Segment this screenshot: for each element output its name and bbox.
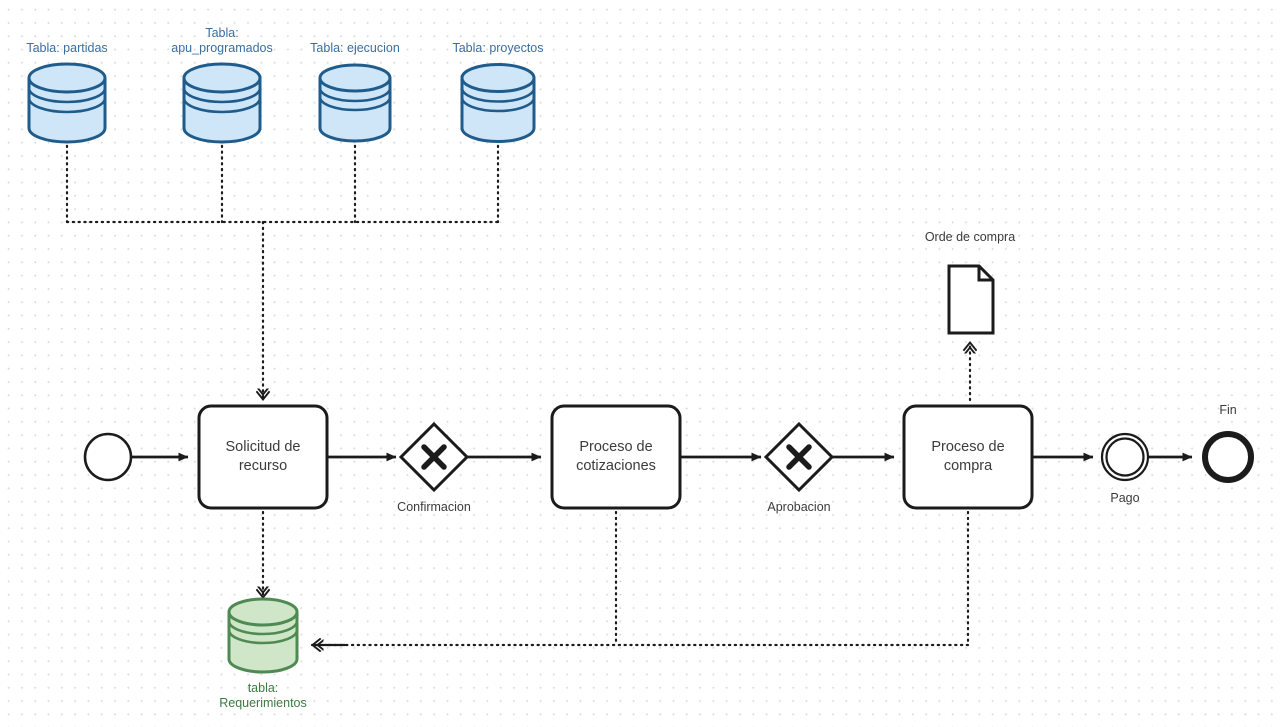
event-fin[interactable] — [1202, 431, 1254, 483]
datastore-proyectos[interactable] — [460, 63, 536, 143]
task-proceso-de-cotizaciones[interactable] — [550, 404, 682, 510]
task-solicitud-de-recurso[interactable] — [197, 404, 329, 510]
task-proceso-de-compra[interactable] — [902, 404, 1034, 510]
gateway-aprobacion[interactable] — [763, 421, 835, 493]
data-association-bottom-bus — [323, 510, 970, 647]
document-orde-de-compra[interactable] — [947, 264, 995, 335]
data-association-stores — [65, 138, 500, 224]
event-pago[interactable] — [1100, 432, 1150, 482]
datastore-apu-programados[interactable] — [182, 62, 262, 144]
gateway-confirmacion[interactable] — [398, 421, 470, 493]
datastore-partidas[interactable] — [27, 62, 107, 144]
datastore-ejecucion[interactable] — [318, 63, 392, 143]
event-start[interactable] — [83, 432, 133, 482]
datastore-requerimientos[interactable] — [227, 597, 299, 674]
